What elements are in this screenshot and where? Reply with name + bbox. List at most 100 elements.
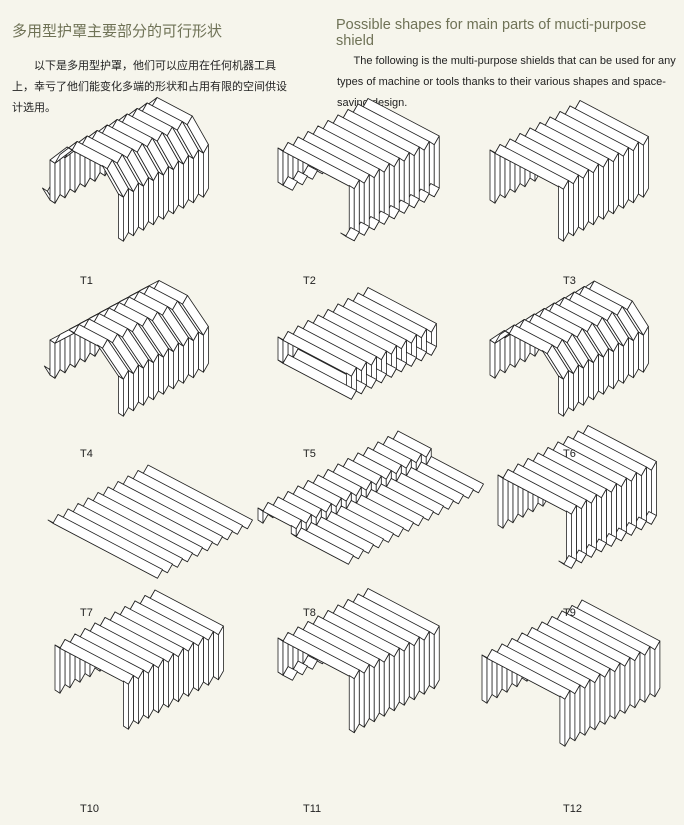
pleat-face <box>127 370 134 412</box>
shape-label: T4 <box>80 448 93 460</box>
pleat-face <box>489 149 496 204</box>
pleat-face <box>295 527 354 565</box>
pleat-face <box>368 664 375 723</box>
pleat-face <box>593 163 599 226</box>
pleat-face <box>142 177 149 231</box>
pleat-face <box>583 359 589 406</box>
shape-label: T11 <box>303 803 322 815</box>
pleat-face <box>142 359 149 406</box>
pleat-face <box>584 679 591 736</box>
pleat-face <box>573 364 579 412</box>
pleat-face <box>142 669 149 719</box>
pleat-face <box>619 662 626 714</box>
pleat-face <box>603 348 609 395</box>
pleat-face <box>172 160 179 215</box>
pleat-face <box>643 136 649 198</box>
pleat-face <box>481 654 488 704</box>
pleat-face <box>378 658 385 717</box>
pleat-face <box>373 658 380 723</box>
pleat-face <box>152 664 159 714</box>
shape-label: T2 <box>303 275 316 287</box>
pleat-face <box>147 359 154 401</box>
pleat-face <box>132 364 139 412</box>
pleat-face <box>388 653 395 712</box>
pleat-face <box>588 169 594 226</box>
pleat-face <box>428 631 435 690</box>
pleat-face <box>489 339 496 379</box>
shield-shape-t5 <box>277 287 437 400</box>
pleat-face <box>162 348 169 395</box>
pleat-face <box>499 334 506 374</box>
pleat-face <box>633 331 639 379</box>
pleat-face <box>638 331 644 373</box>
pleat-face <box>59 154 66 199</box>
pleat-face <box>177 647 184 703</box>
pleat-face <box>192 642 199 692</box>
pleat-face <box>118 193 124 242</box>
pleat-face <box>629 657 636 709</box>
pleat-face <box>202 636 209 686</box>
pleat-face <box>177 160 184 209</box>
pleat-face <box>54 644 61 694</box>
pleat-face <box>132 675 139 725</box>
pleat-face <box>157 171 164 220</box>
shape-label: T5 <box>303 448 316 460</box>
pleat-face <box>634 651 641 709</box>
pleat-face <box>123 680 129 730</box>
shape-label: T1 <box>80 275 93 287</box>
pleat-face <box>564 690 571 747</box>
pleat-face <box>639 651 646 703</box>
shape-label: T3 <box>563 275 576 287</box>
pleat-face <box>633 141 639 204</box>
shield-shape-t12 <box>481 599 661 747</box>
pleat-face <box>604 668 611 725</box>
pleat-face <box>497 474 504 529</box>
pleat-face <box>207 631 214 686</box>
pleat-face <box>197 331 204 373</box>
pleat-face <box>157 658 164 714</box>
shield-shape-t11 <box>277 588 440 734</box>
pleat-face <box>358 669 365 728</box>
pleat-face <box>197 149 204 198</box>
pleat-face <box>609 668 616 720</box>
pleat-face <box>277 336 284 364</box>
pleat-face <box>177 342 184 384</box>
pleat-face <box>623 147 629 209</box>
shape-label: T12 <box>563 803 582 815</box>
pleat-face <box>628 337 634 379</box>
pleat-face <box>137 669 144 725</box>
pleat-face <box>624 657 631 714</box>
description-chinese: 以下是多用型护罩，他们可以应用在任何机器工具上，幸亏了他们能变化多端的形状和占用… <box>12 59 287 114</box>
pleat-face <box>623 337 629 384</box>
pleat-face <box>49 159 56 204</box>
pleat-face <box>558 185 564 242</box>
shape-label: T10 <box>80 803 99 815</box>
pleat-face <box>598 163 604 220</box>
pleat-face <box>197 636 204 692</box>
pleat-face <box>52 514 163 579</box>
shield-shape-t4 <box>43 280 209 417</box>
pleat-face <box>589 679 596 731</box>
pleat-face <box>383 653 390 717</box>
shield-shape-t8 <box>257 430 484 565</box>
pleat-face <box>628 147 634 204</box>
pleat-face <box>192 149 199 204</box>
pleat-face <box>599 673 606 725</box>
pleat-face <box>202 144 209 198</box>
pleat-face <box>147 664 154 719</box>
title-english: Possible shapes for main parts of mucti-… <box>336 17 647 49</box>
pleat-face <box>558 375 564 417</box>
pleat-face <box>594 673 601 731</box>
pleat-face <box>202 326 209 373</box>
pleat-face <box>49 339 56 379</box>
pleat-face <box>152 171 159 226</box>
pleat-face <box>345 227 360 242</box>
pleat-face <box>588 359 594 401</box>
pleat-face <box>182 337 189 384</box>
pleat-face <box>137 182 144 231</box>
pleat-face <box>408 642 415 701</box>
pleat-face <box>559 695 566 747</box>
pleat-face <box>192 331 199 379</box>
pleat-face <box>187 642 194 697</box>
